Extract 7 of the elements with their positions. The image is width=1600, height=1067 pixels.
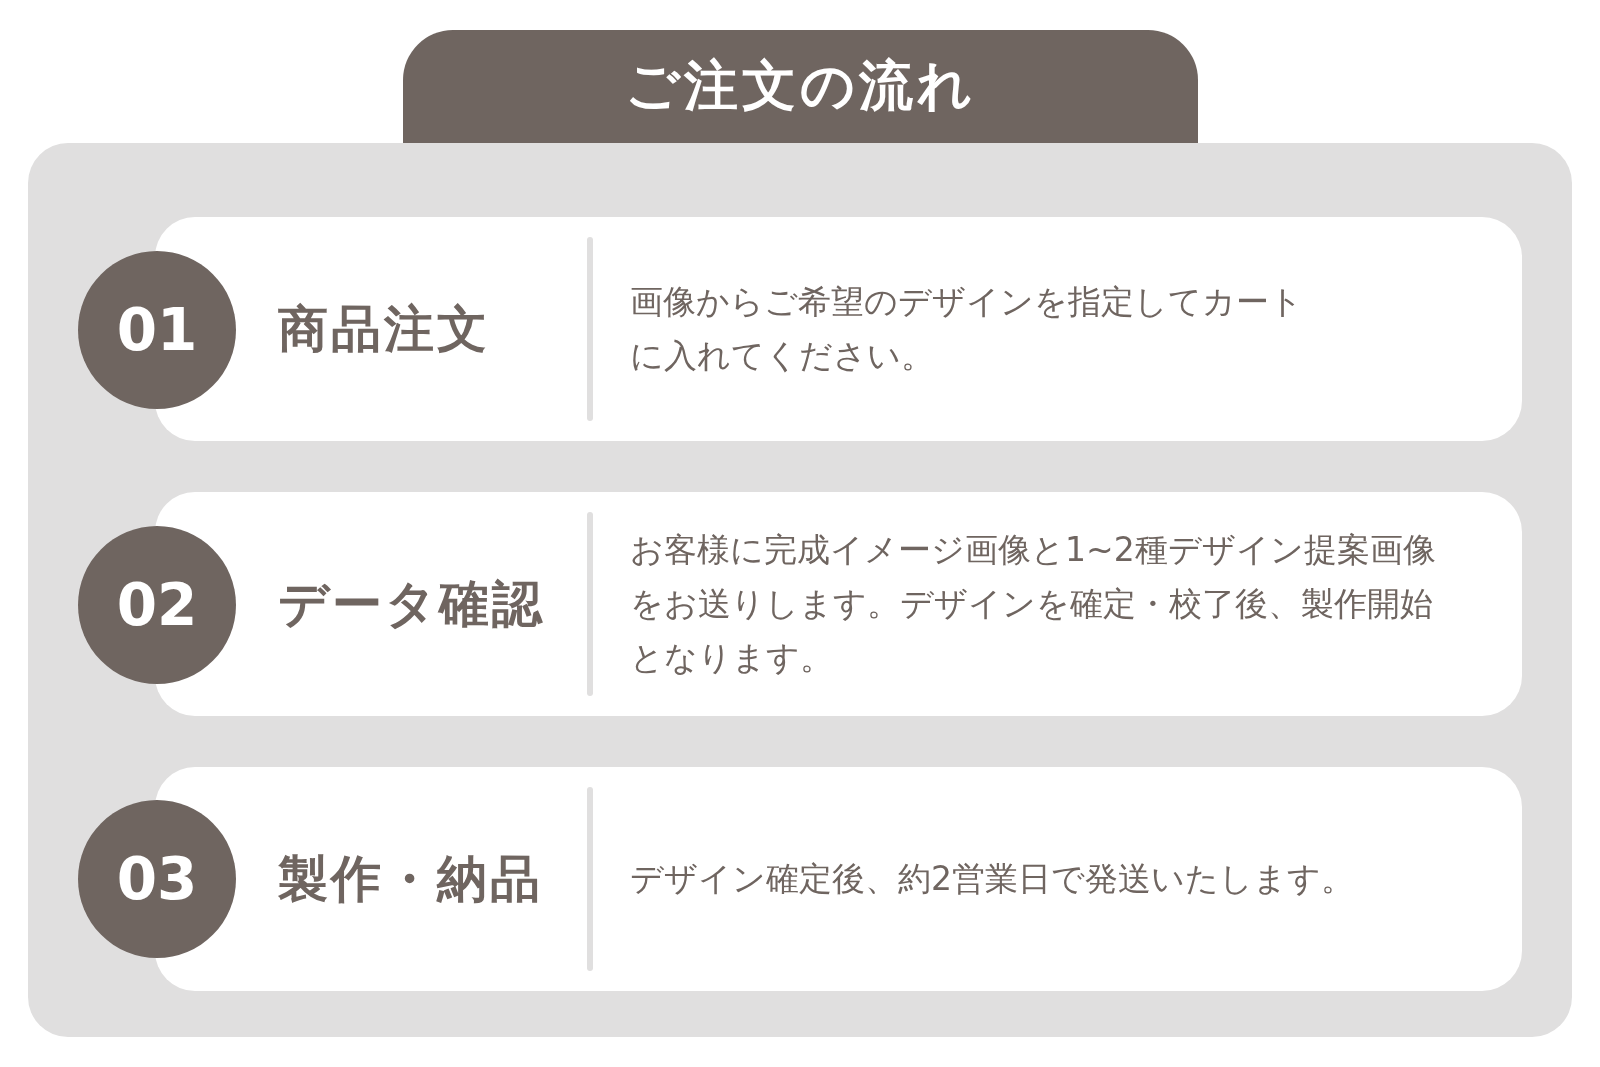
title-tab: ご注文の流れ bbox=[403, 30, 1198, 143]
step-description: デザイン確定後、約2営業日で発送いたします。 bbox=[630, 858, 1355, 900]
step-heading: 商品注文 bbox=[278, 298, 490, 360]
step-heading: データ確認 bbox=[278, 573, 545, 635]
step-description: お客様に完成イメージ画像と1~2種デザイン提案画像をお送りします。デザインを確定・校了後、製作開始となります。 bbox=[630, 529, 1437, 679]
step-description: 画像からご希望のデザインを指定してカートに入れてください。 bbox=[630, 281, 1304, 377]
step-heading: 製作・納品 bbox=[278, 848, 543, 910]
